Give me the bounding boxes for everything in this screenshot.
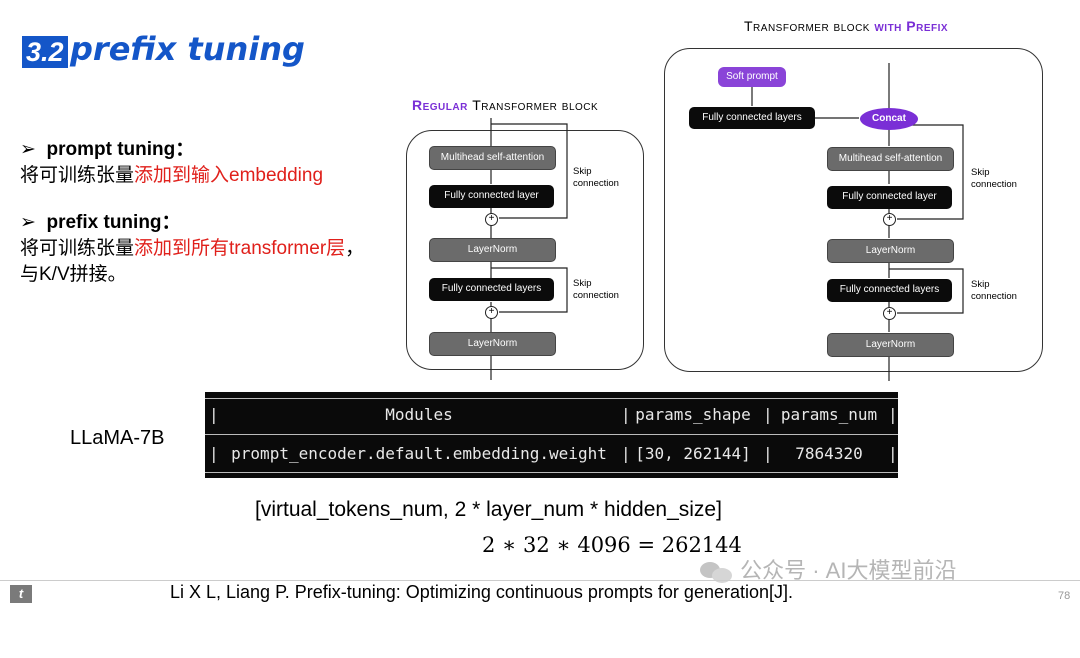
regular-block-connectors: [490, 118, 568, 380]
model-label: LLaMA-7B: [70, 427, 165, 449]
table-row: | prompt_encoder.default.embedding.weigh…: [205, 442, 898, 466]
bullet-text: 将可训练张量: [20, 238, 135, 259]
skip-connection-label: Skip connection: [971, 279, 1017, 302]
regular-layernorm-box: LayerNorm: [429, 238, 556, 262]
prefix-block-title: Transformer block with Prefix: [744, 18, 949, 34]
prefix-layernorm2-box: LayerNorm: [827, 333, 954, 357]
bullet-text: 将可训练张量: [20, 165, 135, 186]
slide-title: prefix tuning: [70, 30, 305, 68]
add-icon: +: [883, 307, 896, 320]
table-header-row: | Modules | params_shape | params_num |: [205, 403, 898, 427]
bullet-highlight: 添加到所有transformer层: [134, 238, 346, 259]
table-cell: 7864320: [795, 444, 863, 463]
skip-connection-label: Skip connection: [971, 167, 1017, 190]
watermark: 公众号 · AI大模型前沿: [700, 553, 956, 585]
bullet-prompt-tuning: ➢ prompt tuning： 将可训练张量添加到输入embedding: [20, 137, 323, 189]
regular-block-title: Regular Transformer block: [412, 97, 599, 113]
wechat-icon: [700, 560, 734, 584]
regular-fc2-box: Fully connected layers: [429, 278, 554, 301]
regular-layernorm2-box: LayerNorm: [429, 332, 556, 356]
prefix-multihead-box: Multihead self-attention: [827, 147, 954, 171]
table-header: params_num: [780, 405, 878, 424]
bullet-text-line2: 与K/V拼接。: [20, 264, 127, 285]
table-header: Modules: [385, 405, 453, 424]
bullet-highlight: 添加到输入embedding: [134, 165, 324, 186]
add-icon: +: [485, 306, 498, 319]
bullet-punct: ，: [345, 238, 365, 259]
skip-connection-label: Skip connection: [573, 278, 619, 301]
concat-node: Concat: [860, 108, 918, 130]
bullet-marker-icon: ➢: [20, 212, 36, 233]
soft-prompt-box: Soft prompt: [718, 67, 786, 87]
prefix-layernorm-box: LayerNorm: [827, 239, 954, 263]
bullet-heading: prefix tuning：: [46, 212, 181, 233]
section-number-badge: 3.2: [22, 36, 68, 68]
skip-connection-label: Skip connection: [573, 166, 619, 189]
prefix-fc1-box: Fully connected layer: [827, 186, 952, 209]
table-header: params_shape: [635, 405, 751, 424]
regular-fc-box: Fully connected layer: [429, 185, 554, 208]
params-table: | Modules | params_shape | params_num | …: [205, 392, 898, 478]
regular-multihead-box: Multihead self-attention: [429, 146, 556, 170]
table-cell: [30, 262144]: [635, 444, 751, 463]
add-icon: +: [883, 213, 896, 226]
prefix-fc-box: Fully connected layers: [689, 107, 815, 129]
add-icon: +: [485, 213, 498, 226]
citation: Li X L, Liang P. Prefix-tuning: Optimizi…: [170, 582, 794, 602]
calc-formula: 2 ∗ 32 ∗ 4096 = 262144: [482, 533, 742, 557]
table-cell: prompt_encoder.default.embedding.weight: [231, 444, 607, 463]
prefix-block-panel: [664, 48, 1043, 372]
footer-divider: [0, 580, 1080, 581]
shape-formula: [virtual_tokens_num, 2 * layer_num * hid…: [255, 498, 722, 521]
page-number: 78: [1058, 590, 1071, 602]
logo-icon: t: [10, 585, 32, 603]
bullet-prefix-tuning: ➢ prefix tuning： 将可训练张量添加到所有transformer层…: [20, 210, 364, 288]
prefix-block-connectors: [751, 63, 964, 381]
prefix-fc2-box: Fully connected layers: [827, 279, 952, 302]
bullet-heading: prompt tuning：: [46, 139, 195, 160]
bullet-marker-icon: ➢: [20, 139, 36, 160]
